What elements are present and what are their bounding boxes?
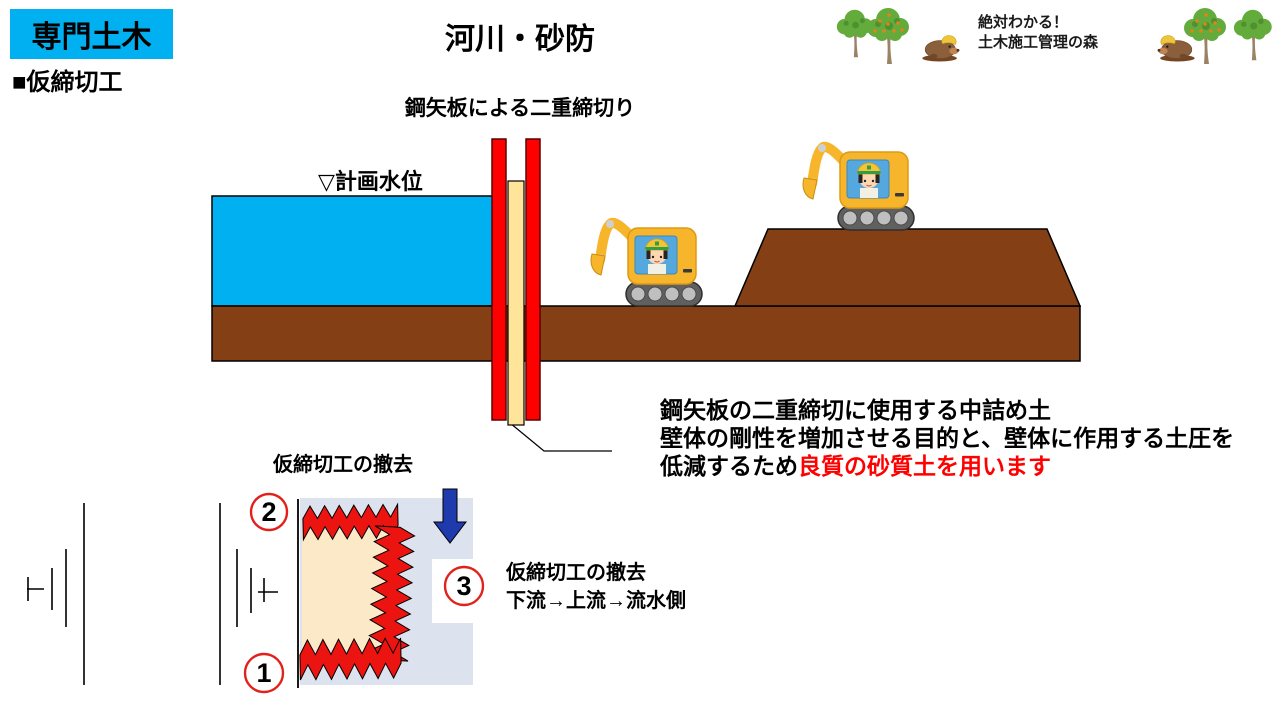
steel-sheet-pile-left bbox=[491, 138, 507, 421]
diagram-caption: 鋼矢板による二重締切り bbox=[404, 96, 635, 120]
mole-worker-icon bbox=[1157, 35, 1196, 62]
mole-worker-icon bbox=[921, 35, 960, 62]
tree-icon bbox=[1233, 9, 1272, 61]
tree-icon bbox=[836, 9, 873, 58]
steel-sheet-pile-right bbox=[525, 138, 541, 421]
brand-slogan-line1: 絶対わかる！ bbox=[978, 14, 1069, 31]
riverbank-map-symbol bbox=[27, 503, 85, 685]
annotation-line1: 鋼矢板の二重締切に使用する中詰め土 bbox=[660, 397, 1051, 423]
sheet-pile-row-upstream bbox=[302, 502, 399, 542]
step-number: 2 bbox=[261, 497, 276, 527]
annotation-line3-black: 低減するため bbox=[660, 453, 798, 479]
removal-caption: 仮締切工の撤去 bbox=[272, 452, 413, 476]
flow-arrow-icon bbox=[432, 488, 468, 544]
fruit-tree-icon bbox=[1184, 8, 1226, 64]
step-badge-1: 1 bbox=[243, 652, 285, 694]
sheet-pile-row-downstream bbox=[299, 637, 402, 681]
page-title: 河川・砂防 bbox=[445, 23, 595, 56]
annotation-line3: 低減するため良質の砂質土を用います bbox=[660, 452, 1280, 480]
brand-slogan-line2: 土木施工管理の森 bbox=[978, 34, 1099, 51]
brand-slogan: 絶対わかる！ 土木施工管理の森 bbox=[978, 13, 1098, 53]
removal-note: 仮締切工の撤去 下流→上流→流水側 bbox=[506, 559, 686, 615]
step-number: 1 bbox=[256, 658, 271, 688]
cofferdam-removal-diagram: 仮締切工の撤去 2 1 bbox=[27, 452, 489, 694]
leader-line bbox=[509, 422, 612, 452]
sheet-pile-row-waterside bbox=[367, 525, 416, 662]
brand-forest-strip bbox=[836, 2, 1272, 66]
step-badge-2: 2 bbox=[249, 492, 289, 532]
excavator-icon bbox=[591, 220, 702, 306]
river-water bbox=[211, 195, 494, 307]
annotation-line2: 壁体の剛性を増加させる目的と、壁体に作用する土圧を bbox=[660, 425, 1235, 451]
infill-annotation: 鋼矢板の二重締切に使用する中詰め土 壁体の剛性を増加させる目的と、壁体に作用する… bbox=[660, 396, 1280, 480]
step-number: 3 bbox=[456, 571, 471, 601]
excavator-icon bbox=[803, 144, 914, 230]
removal-note-line2: 下流→上流→流水側 bbox=[506, 590, 686, 612]
riverbed-ground bbox=[211, 305, 1081, 362]
annotation-line3-highlight: 良質の砂質土を用います bbox=[798, 453, 1051, 479]
fruit-tree-icon bbox=[867, 8, 909, 64]
section-label: ■仮締切工 bbox=[12, 69, 123, 96]
removal-soil bbox=[302, 530, 391, 650]
category-badge: 専門土木 bbox=[10, 9, 173, 59]
water-level-label: ▽計画水位 bbox=[318, 169, 423, 194]
category-label: 専門土木 bbox=[31, 21, 152, 54]
removal-note-line1: 仮締切工の撤去 bbox=[506, 562, 646, 584]
infill-soil bbox=[507, 180, 525, 426]
embankment bbox=[733, 228, 1082, 307]
riverbank-map-symbol bbox=[219, 503, 278, 685]
step-badge-3: 3 bbox=[443, 565, 485, 607]
double-cofferdam-diagram: 鋼矢板による二重締切り ▽計画水位 bbox=[211, 96, 1082, 452]
